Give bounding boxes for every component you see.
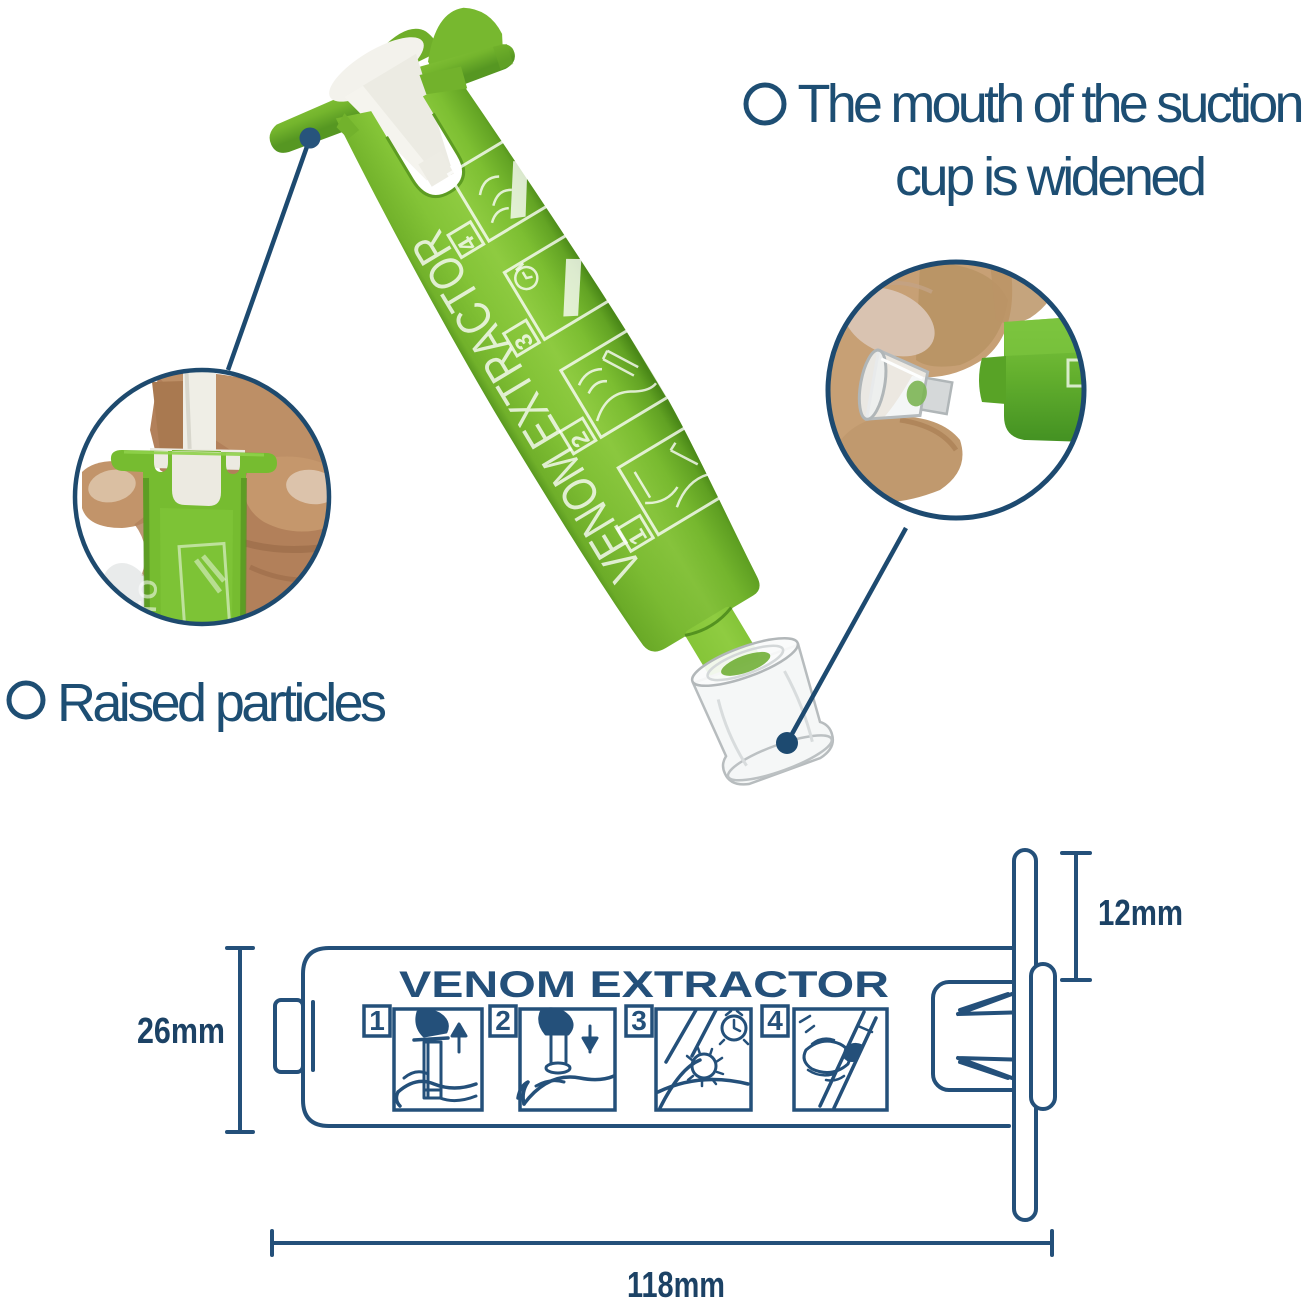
svg-text:1: 1 [369,1005,385,1036]
svg-text:4: 4 [767,1005,783,1036]
svg-text:2: 2 [495,1005,511,1036]
svg-text:12mm: 12mm [1098,892,1183,933]
svg-text:Raised particles: Raised particles [57,673,387,733]
svg-text:26mm: 26mm [137,1010,225,1051]
svg-text:The mouth of the suction: The mouth of the suction [798,74,1305,134]
svg-text:3: 3 [631,1005,647,1036]
svg-text:cup is widened: cup is widened [895,147,1207,207]
svg-text:VENOM EXTRACTOR: VENOM EXTRACTOR [399,964,889,1005]
svg-text:118mm: 118mm [627,1264,725,1301]
